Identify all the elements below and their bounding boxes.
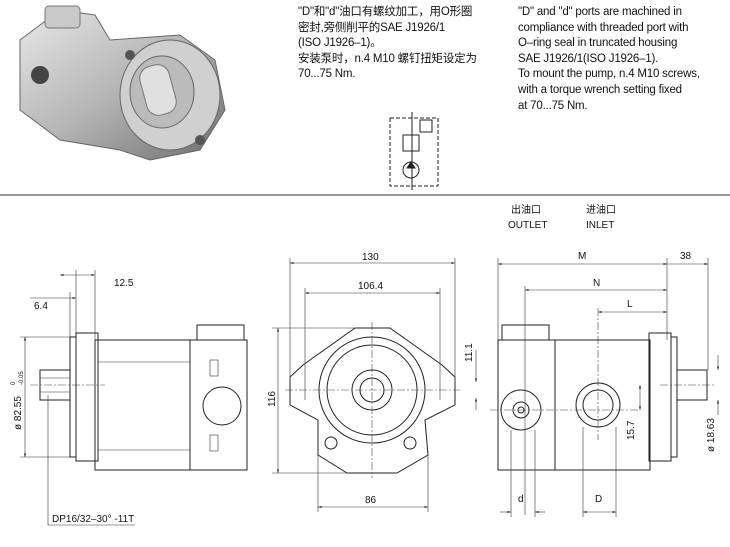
dim-diameter-18-63: ø 18.63: [706, 418, 717, 452]
note-line: 密封,旁侧削平的SAE J1926/1: [298, 21, 446, 34]
note-line: SAE J1926/1(ISO J1926–1).: [518, 52, 659, 65]
dim-M: M: [578, 251, 586, 262]
pump-3d-image: [19, 5, 226, 161]
dim-diameter-82-55: ø 82.55 0 -0.05: [11, 371, 25, 430]
tolerance-lower: -0.05: [19, 371, 25, 385]
inlet-label: INLET: [586, 220, 614, 231]
note-line: "D" and "d" ports are machined in: [518, 6, 682, 18]
dim-N: N: [593, 278, 600, 289]
note-line: To mount the pump, n.4 M10 screws,: [518, 68, 700, 81]
spline-spec: DP16/32–30° -11T: [52, 514, 134, 525]
front-view: 130 106.4 116 11.1 86: [267, 252, 478, 512]
note-line: 70...75 Nm.: [298, 68, 356, 81]
note-line: 安装泵时，n.4 M10 螺钉扭矩设定为: [298, 52, 477, 65]
dim-15-7: 15.7: [626, 420, 637, 440]
note-english: "D" and "d" ports are machined in compli…: [518, 5, 700, 114]
note-line: compliance with threaded port with: [518, 21, 689, 34]
dim-38: 38: [680, 251, 692, 262]
dim-6-4: 6.4: [34, 301, 48, 312]
dim-value: ø 82.55: [13, 396, 24, 430]
dim-12-5: 12.5: [114, 278, 134, 289]
note-line: with a torque wrench setting fixed: [518, 83, 682, 96]
hydraulic-symbol: [389, 112, 439, 190]
side-view-right: M 38 N L d D 15.7 ø 18.63 出油口 OUTLET 进油口…: [490, 203, 720, 517]
note-line: "D"和"d"油口有螺纹加工，用O形圈: [298, 6, 473, 18]
dim-86: 86: [365, 495, 377, 506]
side-view-left: 12.5 6.4 ø 82.55 0 -0.05 DP16/32–30° -11…: [11, 270, 248, 526]
dim-11-1: 11.1: [464, 343, 475, 362]
note-line: at 70...75 Nm.: [518, 99, 588, 112]
note-line: O–ring seal in truncated housing: [518, 37, 678, 50]
dim-d: d: [518, 494, 524, 505]
outlet-label-cn: 出油口: [511, 203, 541, 216]
dim-130: 130: [362, 252, 379, 263]
note-line: (ISO J1926–1)。: [298, 37, 382, 50]
note-chinese: "D"和"d"油口有螺纹加工，用O形圈 密封,旁侧削平的SAE J1926/1 …: [298, 5, 477, 83]
dim-116: 116: [267, 391, 278, 407]
dim-D: D: [595, 494, 602, 505]
outlet-label: OUTLET: [508, 220, 547, 231]
dim-106-4: 106.4: [358, 281, 383, 292]
dim-L: L: [627, 299, 633, 310]
inlet-label-cn: 进油口: [586, 203, 616, 216]
tolerance-upper: 0: [11, 381, 17, 385]
